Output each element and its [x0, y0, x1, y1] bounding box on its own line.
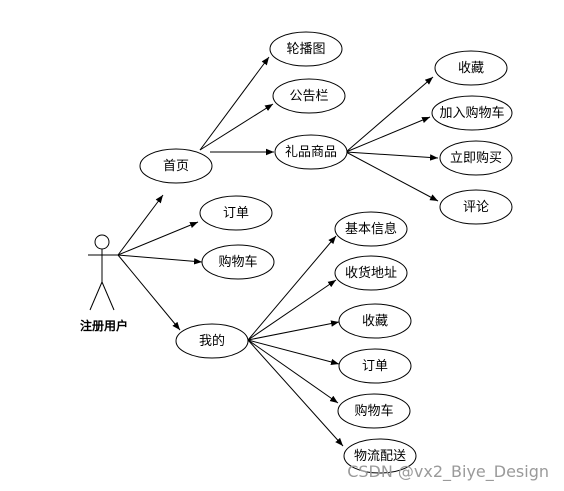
edge-mine-cart: [247, 339, 339, 404]
usecase-address: 收货地址: [334, 255, 408, 291]
edge-gift-comment: [345, 151, 439, 202]
edge-actor-cart: [117, 254, 203, 265]
edge-home-notice: [199, 103, 274, 151]
edge-mine-basicinfo: [247, 235, 337, 341]
usecase-logistics: 物流配送: [343, 438, 417, 474]
actor-label: 注册用户: [80, 318, 128, 333]
usecase-favorite-label: 收藏: [458, 61, 484, 76]
usecase-mine: 我的: [175, 323, 249, 359]
edges: [117, 56, 439, 447]
usecase-buy-now: 立即购买: [439, 140, 513, 176]
actor-right-leg: [101, 281, 115, 311]
edge-actor-home: [117, 194, 164, 256]
usecase-order: 订单: [199, 195, 273, 231]
edge-gift-buynow: [345, 151, 439, 161]
actor-registered-user: 注册用户: [80, 234, 128, 333]
usecase-logistics-label: 物流配送: [354, 449, 406, 464]
usecase-carousel-label: 轮播图: [286, 42, 325, 57]
edge-mine-favorite: [247, 320, 340, 341]
usecase-my-cart: 购物车: [337, 393, 411, 429]
usecase-my-order: 订单: [338, 348, 412, 384]
usecase-notice: 公告栏: [272, 78, 346, 114]
usecase-notice-label: 公告栏: [289, 89, 328, 104]
actor-head: [94, 234, 110, 250]
edge-actor-mine: [117, 254, 181, 331]
usecase-cart: 购物车: [201, 244, 275, 280]
edge-gift-addcart: [345, 116, 431, 153]
usecase-my-favorite-label: 收藏: [362, 314, 388, 329]
usecase-home-label: 首页: [163, 159, 189, 174]
usecase-my-favorite: 收藏: [338, 303, 412, 339]
edge-mine-address: [247, 279, 337, 341]
usecase-gift-label: 礼品商品: [285, 144, 337, 160]
usecase-my-cart-label: 购物车: [354, 403, 393, 419]
usecase-basic-info-label: 基本信息: [345, 221, 397, 237]
edge-gift-favorite: [345, 76, 434, 153]
edge-actor-order: [117, 221, 199, 256]
usecase-mine-label: 我的: [199, 333, 225, 349]
usecase-comment: 评论: [439, 189, 513, 225]
edge-mine-order: [247, 339, 340, 366]
actor-left-leg: [89, 281, 103, 311]
edge-mine-logistics: [247, 339, 344, 447]
usecase-buy-now-label: 立即购买: [450, 150, 502, 166]
usecase-add-cart-label: 加入购物车: [439, 105, 504, 121]
usecase-my-order-label: 订单: [362, 359, 388, 374]
usecase-order-label: 订单: [223, 206, 249, 221]
usecase-address-label: 收货地址: [345, 265, 397, 281]
usecase-gift: 礼品商品: [274, 134, 348, 170]
usecase-home: 首页: [139, 148, 213, 184]
usecase-comment-label: 评论: [463, 200, 489, 215]
usecase-cart-label: 购物车: [218, 254, 257, 270]
usecase-favorite: 收藏: [434, 50, 508, 86]
usecase-add-cart: 加入购物车: [431, 95, 513, 131]
usecase-basic-info: 基本信息: [334, 211, 408, 247]
edge-home-carousel: [199, 56, 270, 151]
watermark: CSDN @vx2_Biye_Design: [347, 462, 549, 482]
usecase-carousel: 轮播图: [269, 31, 343, 67]
